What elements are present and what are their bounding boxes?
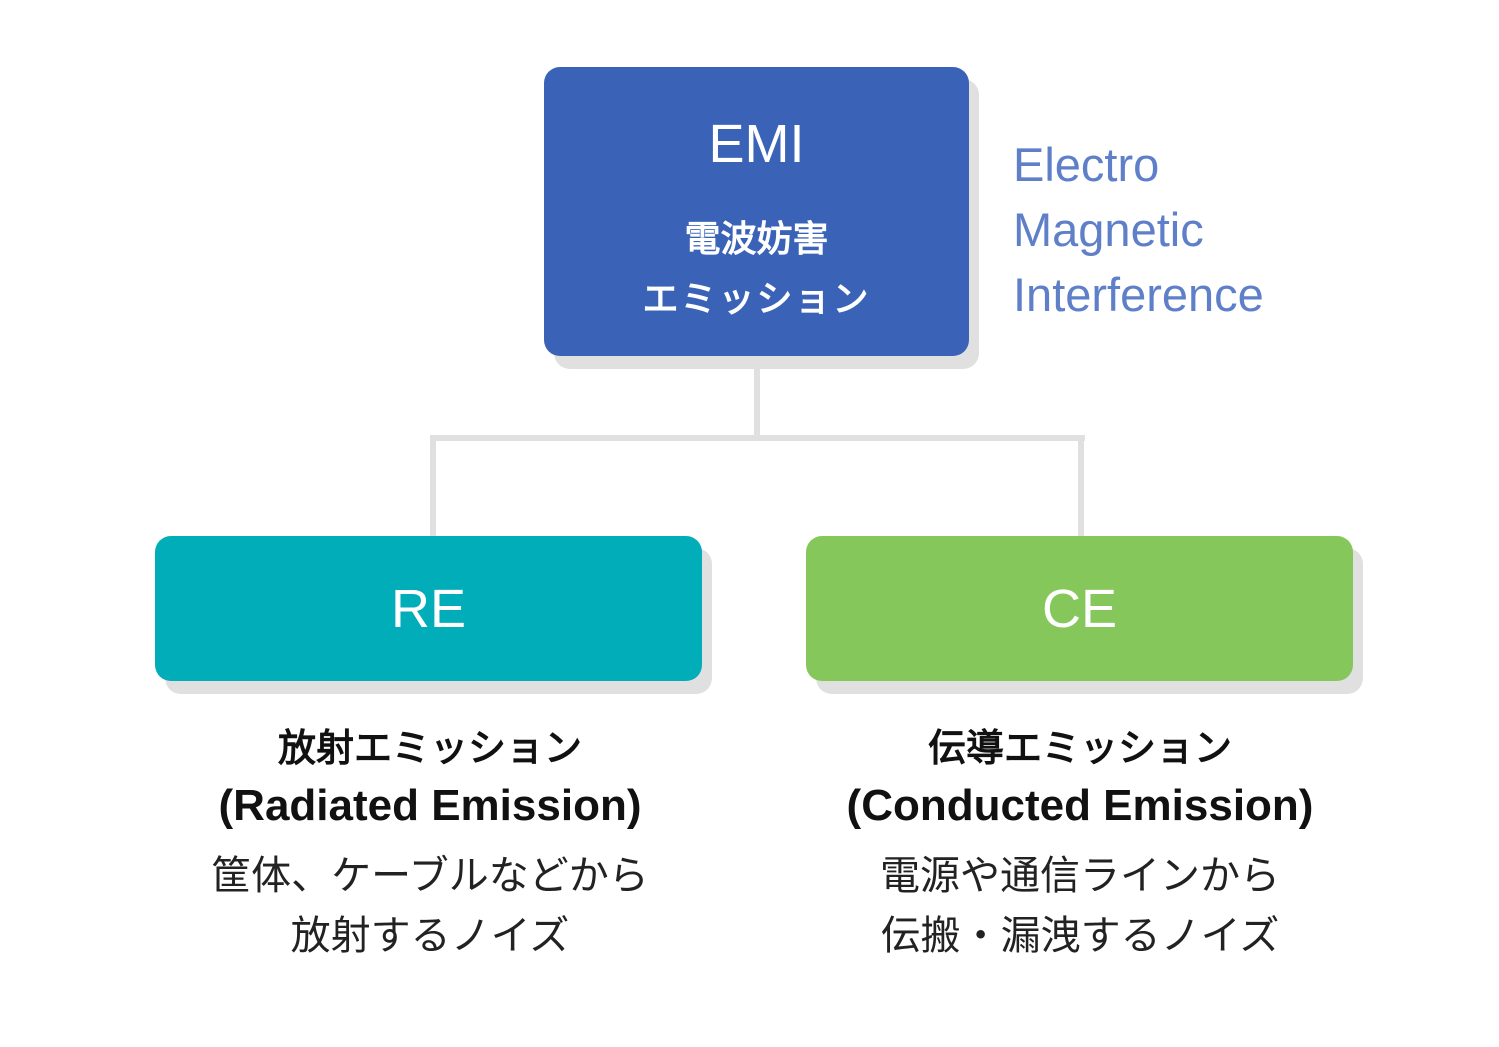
re-title-en: (Radiated Emission) <box>218 781 642 830</box>
connector-ce <box>1078 435 1084 537</box>
re-desc-2: 放射するノイズ <box>290 913 570 959</box>
re-title-ja: 放射エミッション <box>277 726 582 770</box>
emi-full-2: Magnetic <box>1013 203 1204 256</box>
emi-ja-1: 電波妨害 <box>684 219 829 260</box>
ce-title-ja: 伝導エミッション <box>927 726 1232 770</box>
ce-description: 伝導エミッション (Conducted Emission) 電源や通信ラインから… <box>780 722 1380 966</box>
ce-desc-1: 電源や通信ラインから <box>880 853 1280 899</box>
emi-box: EMI 電波妨害 エミッション <box>544 67 969 356</box>
emi-full-name: Electro Magnetic Interference <box>1013 132 1264 327</box>
re-abbr: RE <box>390 579 466 639</box>
connector-trunk <box>754 356 760 441</box>
re-description: 放射エミッション (Radiated Emission) 筐体、ケーブルなどから… <box>130 722 730 966</box>
emi-ja-2: エミッション <box>642 279 871 320</box>
ce-box: CE <box>806 536 1353 681</box>
ce-title-en: (Conducted Emission) <box>846 781 1314 830</box>
re-desc-1: 筐体、ケーブルなどから <box>211 853 649 899</box>
ce-desc-2: 伝搬・漏洩するノイズ <box>880 913 1280 959</box>
connector-bar <box>430 435 1085 441</box>
connector-re <box>430 435 436 537</box>
emi-abbr: EMI <box>708 114 805 174</box>
ce-abbr: CE <box>1041 579 1117 639</box>
emi-full-1: Electro <box>1013 138 1160 191</box>
re-box: RE <box>155 536 702 681</box>
emi-full-3: Interference <box>1013 268 1264 321</box>
